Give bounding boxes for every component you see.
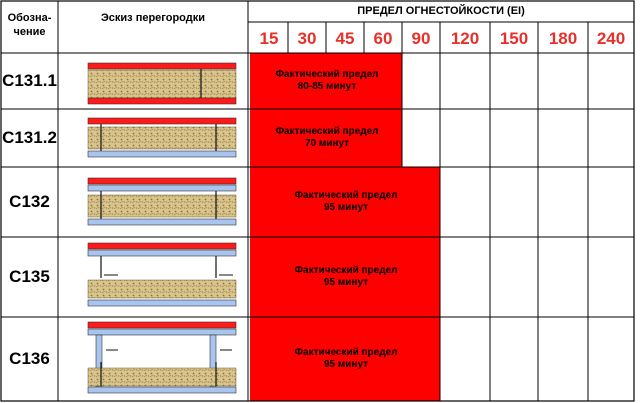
gypsum-board-top <box>87 249 237 257</box>
fire-board-top <box>87 242 237 250</box>
row-fact-c136: Фактический предел 95 минут <box>294 346 398 371</box>
row-fact-c132: Фактический предел 95 минут <box>294 189 398 214</box>
insulation <box>87 126 237 150</box>
fill-band-row-1 <box>250 53 402 109</box>
period-60: 60 <box>373 29 393 49</box>
fire-board-bottom <box>87 97 237 105</box>
row-fact-c131-1: Фактический предел 80-85 минут <box>275 68 379 93</box>
fill-band-row-5 <box>250 317 440 401</box>
gypsum-board-bottom <box>87 386 237 394</box>
fill-band-row-3 <box>250 167 440 237</box>
period-240: 240 <box>596 29 626 49</box>
fill-band-row-2 <box>250 109 402 167</box>
period-180: 180 <box>548 29 578 49</box>
insulation <box>87 194 237 218</box>
period-90: 90 <box>411 29 431 49</box>
period-120: 120 <box>450 29 480 49</box>
header-sketch: Эскиз перегородки <box>100 12 206 25</box>
gypsum-board-bottom <box>87 150 237 158</box>
header-fire-limit: ПРЕДЕЛ ОГНЕСТОЙКОСТИ (EI) <box>357 5 525 18</box>
period-30: 30 <box>297 29 317 49</box>
gypsum-board-top <box>87 184 237 192</box>
fire-board-top <box>87 117 237 125</box>
row-fact-c131-2: Фактический предел 70 минут <box>275 125 379 150</box>
gypsum-board-bottom <box>87 299 237 307</box>
period-45: 45 <box>335 29 355 49</box>
period-15: 15 <box>259 29 279 49</box>
row-code-c131-2: С131.2 <box>2 128 57 148</box>
insulation <box>87 279 237 299</box>
row-fact-c135: Фактический предел 95 минут <box>294 264 398 289</box>
gypsum-board-top <box>87 328 237 336</box>
insulation <box>87 69 237 99</box>
fire-board-top <box>87 177 237 185</box>
insulation <box>87 367 237 387</box>
gypsum-board-bottom <box>87 218 237 226</box>
header-designation: Обозна- чение <box>7 12 52 38</box>
fill-band-row-4 <box>250 237 440 317</box>
row-code-c131-1: С131.1 <box>2 71 57 91</box>
fire-board-top <box>87 62 237 70</box>
fire-board-top <box>87 321 237 329</box>
period-150: 150 <box>499 29 529 49</box>
row-code-c135: С135 <box>9 267 50 287</box>
row-code-c136: С136 <box>9 349 50 369</box>
row-code-c132: С132 <box>9 192 50 212</box>
